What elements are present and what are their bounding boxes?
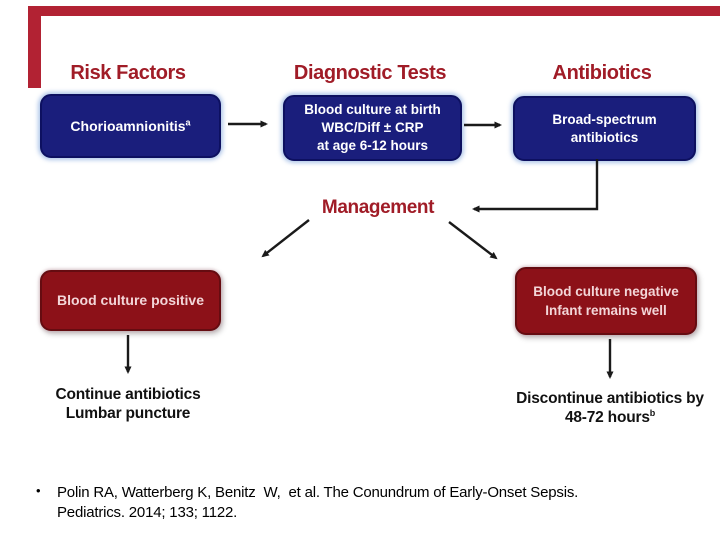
box-blood-culture-birth-line1: Blood culture at birth [304, 102, 441, 117]
outcome-positive-line2: Lumbar puncture [65, 405, 191, 422]
header-management: Management [321, 197, 435, 218]
box-culture-negative: Blood culture negative Infant remains we… [515, 267, 697, 335]
accent-bar-left [28, 6, 41, 88]
arrow-management-to-negative [448, 221, 498, 260]
header-antibiotics: Antibiotics [552, 62, 652, 84]
box-blood-culture-birth-line3: at age 6-12 hours [316, 138, 429, 153]
box-chorioamnionitis: Chorioamnionitisa [40, 94, 221, 158]
header-diagnostic-tests: Diagnostic Tests [293, 62, 447, 84]
box-broad-spectrum-line1: Broad-spectrum [552, 111, 657, 127]
arrow-management-to-positive [261, 219, 310, 258]
box-chorioamnionitis-label: Chorioamnionitisa [70, 117, 191, 134]
arrow-antibiotics-to-management [472, 159, 599, 213]
box-culture-negative-line2: Infant remains well [545, 303, 667, 318]
outcome-negative-line1: Discontinue antibiotics by [516, 390, 704, 407]
citation: • Polin RA, Watterberg K, Benitz W, et a… [36, 483, 578, 522]
box-blood-culture-birth: Blood culture at birth WBC/Diff ± CRP at… [283, 95, 462, 161]
citation-line2: Pediatrics. 2014; 133; 1122. [57, 503, 238, 521]
outcome-positive: Continue antibiotics Lumbar puncture [18, 385, 238, 423]
outcome-positive-line1: Continue antibiotics [55, 386, 201, 403]
box-culture-negative-line1: Blood culture negative [533, 284, 679, 299]
outcome-negative-line2: 48-72 hoursb [564, 407, 656, 426]
accent-bar-top [28, 6, 720, 16]
box-broad-spectrum-line2: antibiotics [570, 129, 639, 145]
box-blood-culture-birth-line2: WBC/Diff ± CRP [321, 120, 424, 135]
footnote-marker-a: a [185, 117, 191, 128]
header-risk-factors: Risk Factors [70, 62, 186, 84]
citation-line1: Polin RA, Watterberg K, Benitz W, et al.… [57, 484, 579, 501]
box-culture-positive: Blood culture positive [40, 270, 221, 331]
footnote-marker-b: b [649, 407, 656, 418]
citation-bullet: • [36, 483, 41, 498]
outcome-negative: Discontinue antibiotics by 48-72 hoursb [498, 389, 720, 427]
box-broad-spectrum: Broad-spectrum antibiotics [513, 96, 696, 161]
box-culture-positive-label: Blood culture positive [56, 292, 204, 308]
